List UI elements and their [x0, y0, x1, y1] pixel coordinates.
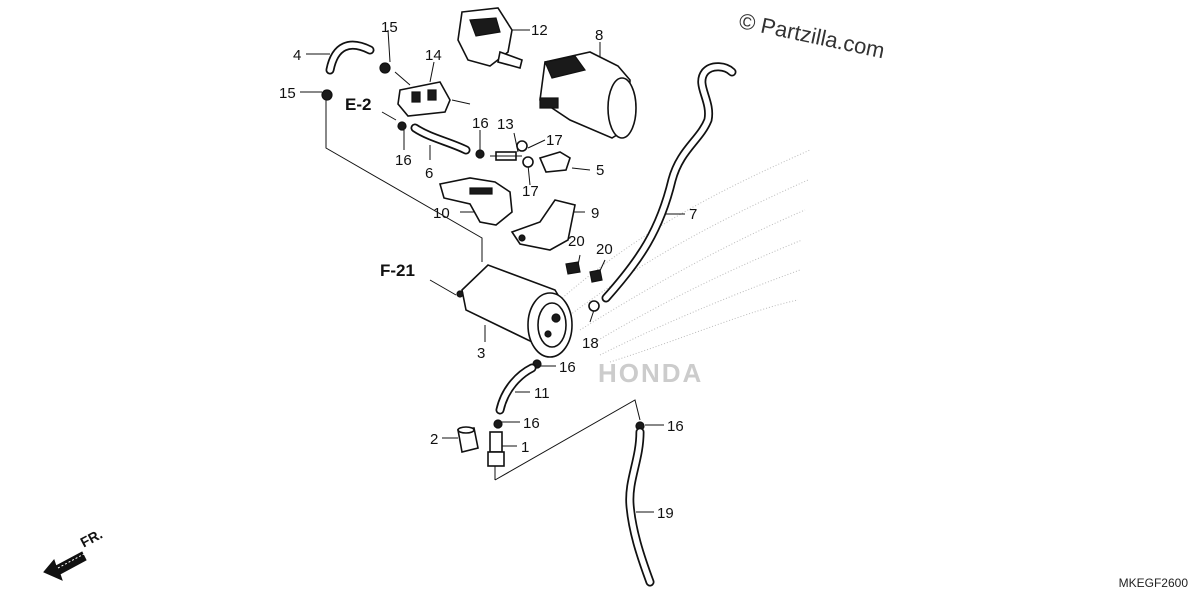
callout-17: 17	[546, 132, 563, 149]
tube-part-19	[625, 427, 655, 587]
clamp-part-15	[321, 62, 391, 101]
callout-19: 19	[657, 505, 674, 522]
clip-part-17	[516, 140, 534, 168]
hose-part-11	[495, 363, 537, 415]
diagram-code: MKEGF2600	[1118, 576, 1188, 590]
front-arrow-icon	[43, 551, 87, 581]
callout-16: 16	[559, 359, 576, 376]
clamp-part-18	[588, 300, 600, 312]
hose-part-7	[601, 62, 737, 303]
callout-9: 9	[591, 205, 599, 222]
callout-6: 6	[425, 165, 433, 182]
bracket-part-12	[457, 7, 523, 69]
callout-13: 13	[497, 116, 514, 133]
solenoid-valve-part-14	[394, 71, 471, 117]
hose-part-5	[538, 151, 571, 173]
bracket-part-10	[438, 177, 513, 226]
callout-16: 16	[395, 152, 412, 169]
stay-part-9	[510, 199, 576, 251]
joint-part-1	[487, 431, 505, 467]
callout-11: 11	[534, 385, 550, 402]
callout-8: 8	[595, 27, 603, 44]
callout-7: 7	[689, 206, 697, 223]
bolt-part-20	[565, 261, 603, 283]
callout-12: 12	[531, 22, 548, 39]
callout-16: 16	[667, 418, 684, 435]
ref-e2: E-2	[345, 95, 371, 114]
callout-3: 3	[477, 345, 485, 362]
callout-18: 18	[582, 335, 599, 352]
callout-16: 16	[472, 115, 489, 132]
callout-16: 16	[523, 415, 540, 432]
canister-cover-part-8	[539, 51, 637, 139]
callout-15: 15	[279, 85, 296, 102]
callout-14: 14	[425, 47, 442, 64]
callout-20: 20	[596, 241, 613, 258]
cap-part-2	[457, 426, 479, 453]
leader-lines	[300, 29, 685, 513]
evap-canister-part-3	[456, 264, 573, 358]
callout-15: 15	[381, 19, 398, 36]
callout-20: 20	[568, 233, 585, 250]
callout-10: 10	[433, 205, 450, 222]
callout-labels: 15 4 15 14 12 8 16 13 17 16 6 5 17 10 9 …	[279, 19, 697, 522]
honda-wing-watermark: HONDA	[559, 149, 811, 388]
callout-1: 1	[521, 439, 529, 456]
callout-5: 5	[596, 162, 604, 179]
watermark-text: HONDA	[598, 358, 703, 388]
hose-part-4	[325, 40, 375, 75]
callout-4: 4	[293, 47, 301, 64]
ref-f21: F-21	[380, 261, 415, 280]
callout-2: 2	[430, 431, 438, 448]
joint-part-13	[490, 151, 522, 161]
callout-17: 17	[522, 183, 539, 200]
hose-part-6	[410, 123, 471, 155]
